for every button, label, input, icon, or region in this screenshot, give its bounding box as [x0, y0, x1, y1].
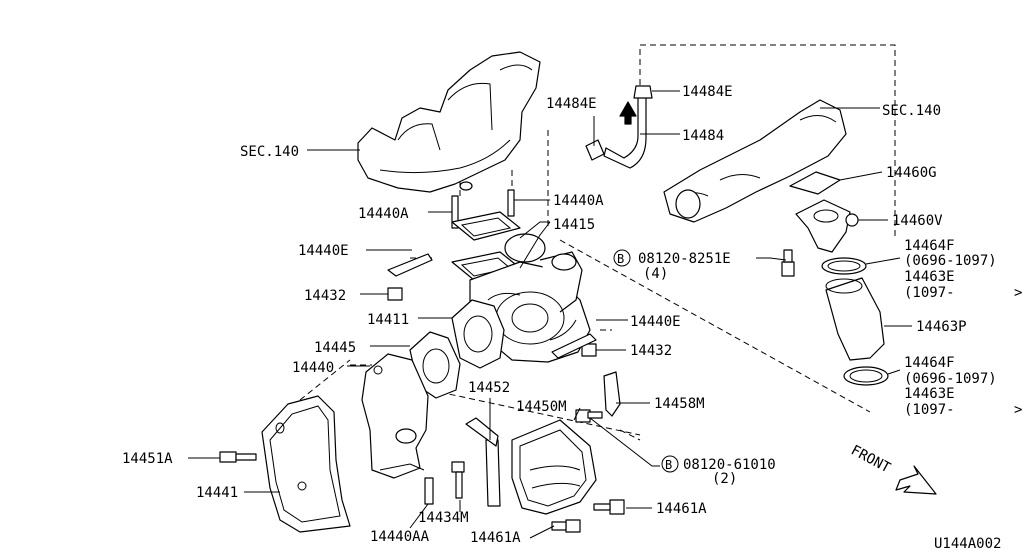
label-08120-61010-qty: (2) — [712, 471, 737, 487]
label-14460g: 14460G — [886, 165, 937, 181]
label-14484: 14484 — [682, 128, 724, 144]
label-14440e-mid: 14440E — [630, 314, 681, 330]
label-14463p: 14463P — [916, 319, 967, 335]
bracket-14458m — [603, 371, 621, 417]
label-14461a-bottom: 14461A — [470, 530, 521, 546]
label-14440a-right: 14440A — [553, 193, 604, 209]
label-range-top-2: (1097- — [904, 285, 955, 301]
stud-14440aa — [424, 477, 434, 505]
bolts — [219, 249, 795, 533]
bracket-14452 — [465, 417, 501, 507]
turbo-inlet-gaskets — [451, 211, 521, 281]
label-14460v: 14460V — [892, 213, 943, 229]
label-14440aa: 14440AA — [370, 529, 430, 545]
label-08120-8251e-qty: (4) — [643, 266, 668, 282]
bracket-14440e-top — [387, 253, 433, 277]
continuation-chevron-bottom: > — [1014, 402, 1022, 418]
bolt-14434m — [451, 461, 465, 499]
label-14484e-a: 14484E — [546, 96, 597, 112]
label-range-bottom-1: (0696-1097) — [904, 371, 997, 387]
label-14440: 14440 — [292, 360, 334, 376]
label-14415: 14415 — [553, 217, 595, 233]
label-14440a-left: 14440A — [358, 206, 409, 222]
nut-14432-top — [387, 287, 403, 301]
exhaust-outlet-elbow — [361, 353, 429, 479]
label-sec140-right: SEC.140 — [882, 103, 941, 119]
exhaust-manifold — [357, 51, 541, 193]
label-range-top-1: (0696-1097) — [904, 253, 997, 269]
label-14458m: 14458M — [654, 396, 705, 412]
label-08120-8251e: 08120-8251E — [638, 251, 731, 267]
bolt-14461a-bottom — [551, 519, 581, 533]
label-sec140-left: SEC.140 — [240, 144, 299, 160]
label-14452: 14452 — [468, 380, 510, 396]
adaptor-and-gasket — [789, 171, 859, 253]
label-14434m: 14434M — [418, 510, 469, 526]
bolt-8251e-circle-b — [613, 249, 631, 267]
label-14461a-right: 14461A — [656, 501, 707, 517]
label-14411: 14411 — [367, 312, 409, 328]
label-14450m: 14450M — [516, 399, 567, 415]
continuation-chevron-top: > — [1014, 285, 1022, 301]
label-14464f-top: 14464F — [904, 238, 955, 254]
intake-manifold-pipe — [663, 99, 847, 223]
turbo-heat-shield — [511, 419, 597, 515]
label-14440e-top: 14440E — [298, 243, 349, 259]
bolt-14461a-right — [593, 499, 625, 515]
label-14463e-bottom: 14463E — [904, 386, 955, 402]
label-circle-b-upper: B — [617, 252, 624, 266]
bolt-61010-circle-b — [661, 455, 679, 473]
front-label: FRONT — [848, 442, 893, 476]
heat-shield — [261, 395, 351, 533]
label-08120-61010: 08120-61010 — [683, 457, 776, 473]
front-arrow: FRONT — [848, 442, 937, 495]
label-14441: 14441 — [196, 485, 238, 501]
bolt-08120-61010 — [575, 409, 603, 423]
bracket-14440e-mid — [551, 333, 597, 359]
label-range-bottom-2: (1097- — [904, 402, 955, 418]
label-14484e-b: 14484E — [682, 84, 733, 100]
dashed-reference-lines — [299, 44, 896, 441]
leader-lines — [188, 90, 912, 539]
label-14445: 14445 — [314, 340, 356, 356]
part-labels: SEC.140 14440A 14440A 14415 14440E 14432… — [122, 84, 1022, 552]
oil-hose — [585, 85, 653, 169]
label-14451a: 14451A — [122, 451, 173, 467]
label-14432-top: 14432 — [304, 288, 346, 304]
diagram-code: U144A002 — [934, 536, 1001, 552]
label-circle-b-lower: B — [665, 458, 672, 472]
label-14463e-top: 14463E — [904, 269, 955, 285]
hose-clamps-and-hose — [821, 257, 889, 386]
label-14432-mid: 14432 — [630, 343, 672, 359]
bolt-14451a — [219, 451, 257, 463]
bolt-08120-8251e — [781, 249, 795, 277]
label-14464f-bottom: 14464F — [904, 355, 955, 371]
